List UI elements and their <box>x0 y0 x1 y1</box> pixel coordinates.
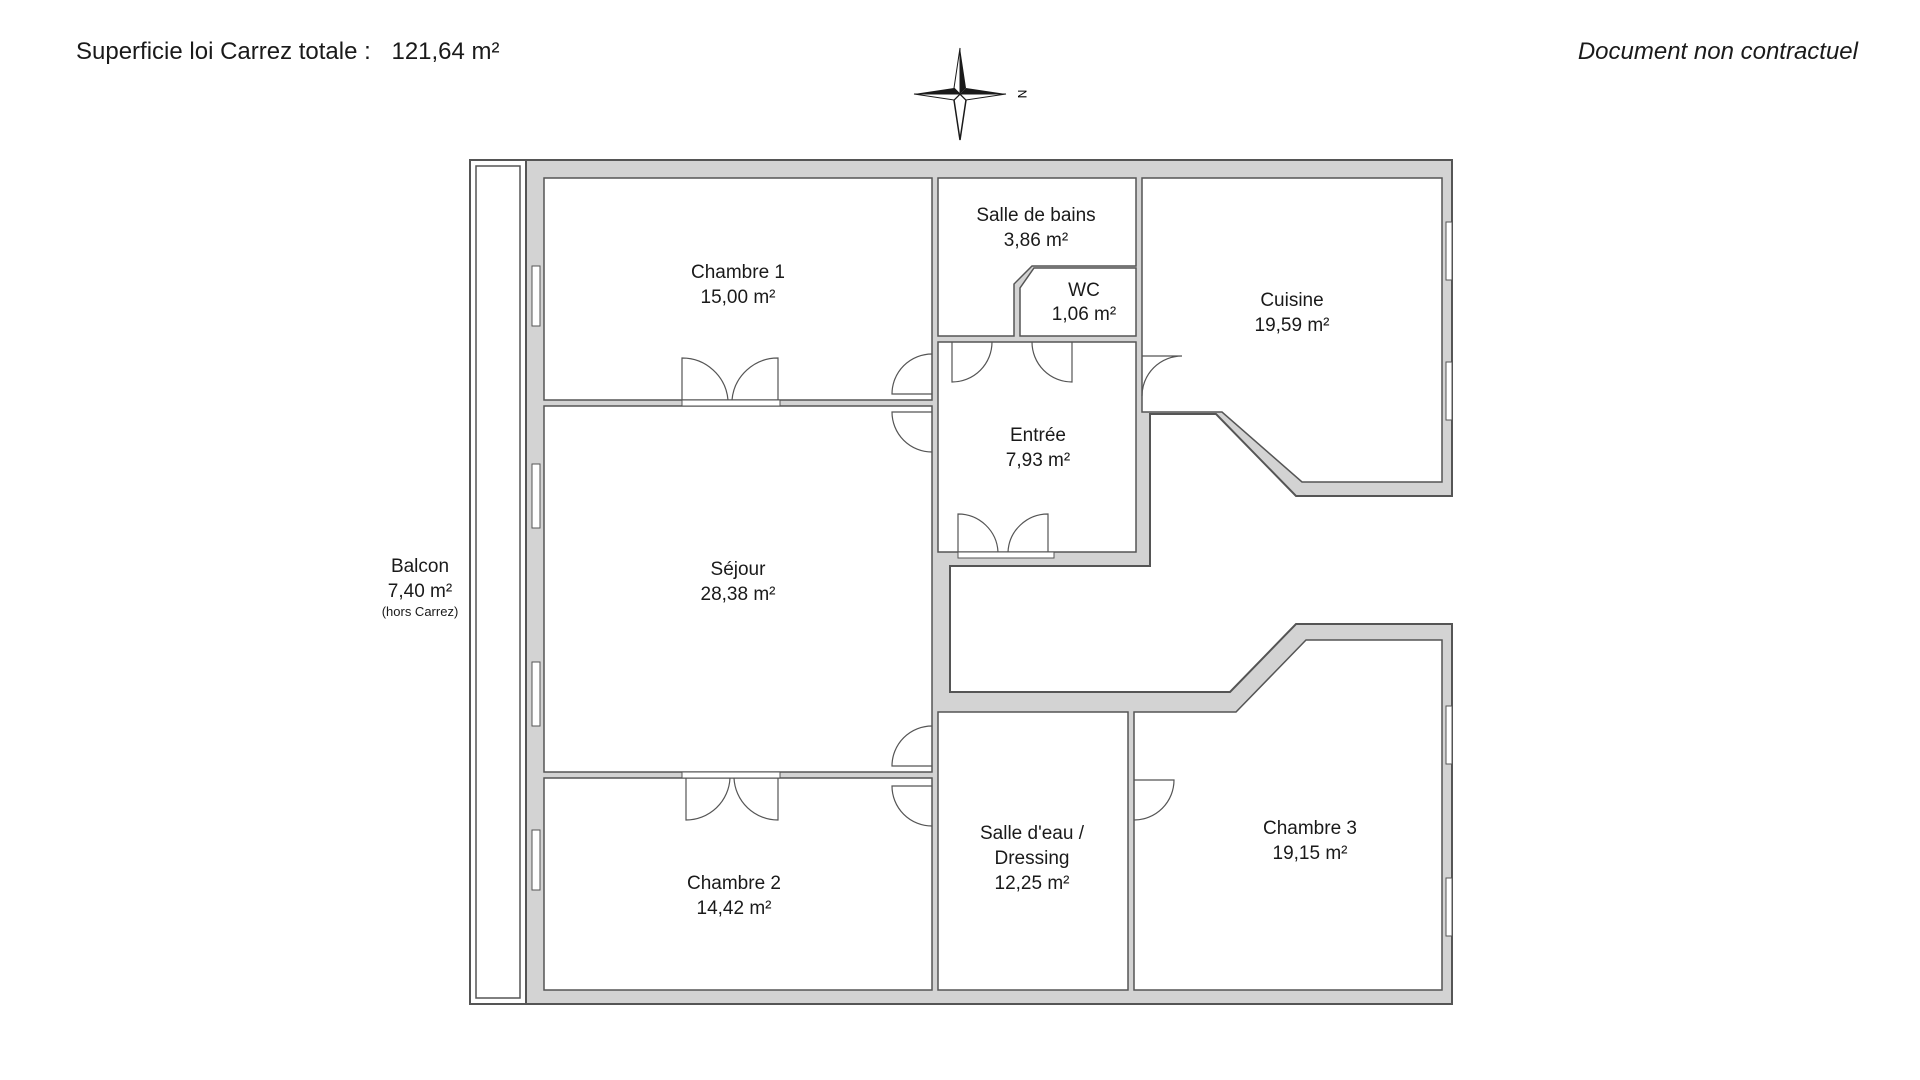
total-area-label: Superficie loi Carrez totale : <box>76 38 371 65</box>
chambre-1-name: Chambre 1 <box>691 262 785 283</box>
cuisine-area: 19,59 m² <box>1255 315 1330 336</box>
salle-de-bains-name: Salle de bains <box>976 205 1095 226</box>
doors <box>681 341 1183 827</box>
balcon-note: (hors Carrez) <box>382 604 459 619</box>
wc-name: WC <box>1068 280 1100 301</box>
north-label: N <box>1015 90 1029 99</box>
room-labels: Chambre 1 15,00 m² Salle de bains 3,86 m… <box>382 205 1357 919</box>
chambre-2-name: Chambre 2 <box>687 873 781 894</box>
salle-de-bains-area: 3,86 m² <box>1004 230 1068 251</box>
room-wc <box>1019 267 1137 337</box>
balcon-area: 7,40 m² <box>388 581 452 602</box>
chambre-1-area: 15,00 m² <box>701 287 776 308</box>
windows <box>531 221 1453 937</box>
salle-eau-name-2: Dressing <box>995 848 1070 869</box>
room-salle-de-bains <box>937 177 1137 337</box>
sejour-name: Séjour <box>711 559 767 580</box>
salle-eau-name-1: Salle d'eau / <box>980 823 1085 844</box>
room-chambre-2 <box>543 777 933 991</box>
chambre-3-area: 19,15 m² <box>1273 843 1348 864</box>
room-salle-eau <box>937 711 1129 991</box>
disclaimer: Document non contractuel <box>1577 38 1858 65</box>
cuisine-name: Cuisine <box>1260 290 1323 311</box>
room-sejour <box>543 405 933 773</box>
balcon-name: Balcon <box>391 556 449 577</box>
salle-eau-area: 12,25 m² <box>995 873 1070 894</box>
chambre-3-name: Chambre 3 <box>1263 818 1357 839</box>
total-area: Superficie loi Carrez totale : 121,64 m² <box>76 38 500 66</box>
sejour-area: 28,38 m² <box>701 584 776 605</box>
entree-area: 7,93 m² <box>1006 450 1070 471</box>
compass-rose-icon: N <box>913 47 1029 141</box>
room-chambre-3 <box>1133 639 1443 991</box>
chambre-2-area: 14,42 m² <box>697 898 772 919</box>
room-cuisine <box>1141 177 1443 483</box>
entree-name: Entrée <box>1010 425 1066 446</box>
total-area-value: 121,64 m² <box>391 38 500 65</box>
room-entree <box>937 341 1137 553</box>
wc-area: 1,06 m² <box>1052 304 1116 325</box>
